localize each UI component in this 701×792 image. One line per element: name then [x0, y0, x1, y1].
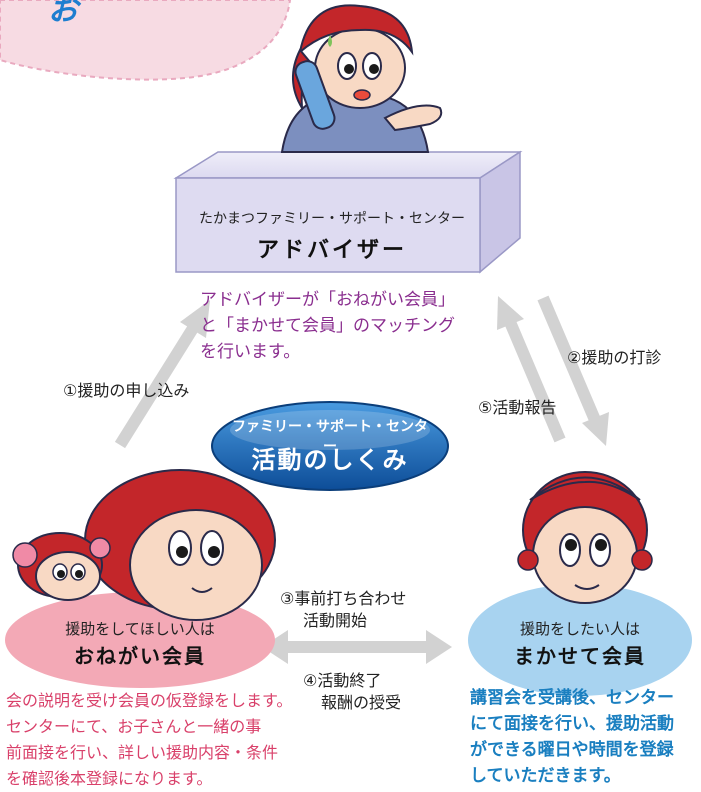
onegai-desc-line: を確認後本登録になります。 [6, 769, 213, 788]
onegai-description: 会の説明を受け会員の仮登録をします。 センターにて、お子さんと一緒の事 前面接を… [6, 688, 326, 792]
advisor-description: アドバイザーが「おねがい会員」 と「まかせて会員」のマッチング を行います。 [200, 287, 500, 365]
onegai-title: おねがい会員 [74, 644, 206, 668]
header-badge: お [0, 0, 292, 81]
mother-character-icon [84, 469, 276, 621]
center-badge [211, 401, 449, 491]
step-4-label: ④活動終了 [303, 671, 382, 690]
advisor-org: たかまつファミリー・サポート・センター [199, 211, 465, 227]
step-4-sub-label: 報酬の授受 [321, 693, 402, 712]
makasete-title: まかせて会員 [514, 644, 646, 668]
arrow-offer [537, 295, 609, 446]
makasete-description: 講習会を受講後、センター にて面接を行い、援助活動 ができる曜日や時間を登録 し… [470, 685, 700, 789]
advisor-box [173, 150, 523, 274]
onegai-desc-line: 会の説明を受け会員の仮登録をします。 [6, 691, 293, 710]
header-badge-text: お [48, 0, 82, 28]
makasete-desc-line: 講習会を受講後、センター [470, 688, 674, 708]
center-line-1: ファミリー・サポート・センター [232, 419, 428, 455]
advisor-desc-line: を行います。 [200, 342, 301, 362]
step-1-label: ①援助の申し込み [63, 381, 190, 400]
makasete-desc-line: ができる曜日や時間を登録 [470, 740, 674, 760]
center-line-2: 活動のしくみ [251, 446, 409, 474]
makasete-desc-line: にて面接を行い、援助活動 [470, 714, 674, 734]
step-3-label: ③事前打ち合わせ [280, 589, 407, 608]
makasete-desc-line: していただきます。 [470, 766, 621, 786]
advisor-desc-line: と「まかせて会員」のマッチング [200, 316, 455, 336]
step-5-label: ⑤活動報告 [478, 398, 557, 417]
phone-icon [294, 60, 336, 130]
advisor-desc-line: アドバイザーが「おねがい会員」 [200, 290, 455, 310]
arrow-report [497, 296, 566, 443]
step-3-sub-label: 活動開始 [303, 611, 368, 630]
step-2-label: ②援助の打診 [567, 348, 662, 367]
advisor-title: アドバイザー [256, 238, 407, 263]
child-character-icon [12, 532, 111, 601]
supporter-character-icon [517, 471, 653, 604]
arrow-between-members [262, 630, 452, 664]
onegai-subtitle: 援助をしてほしい人は [65, 620, 215, 638]
makasete-ellipse [468, 584, 692, 696]
makasete-subtitle: 援助をしたい人は [519, 620, 640, 638]
arrow-apply [114, 300, 210, 449]
onegai-desc-line: センターにて、お子さんと一緒の事 [6, 717, 262, 736]
advisor-character-icon [280, 4, 443, 153]
onegai-desc-line: 前面接を行い、詳しい援助内容・条件 [6, 743, 279, 762]
